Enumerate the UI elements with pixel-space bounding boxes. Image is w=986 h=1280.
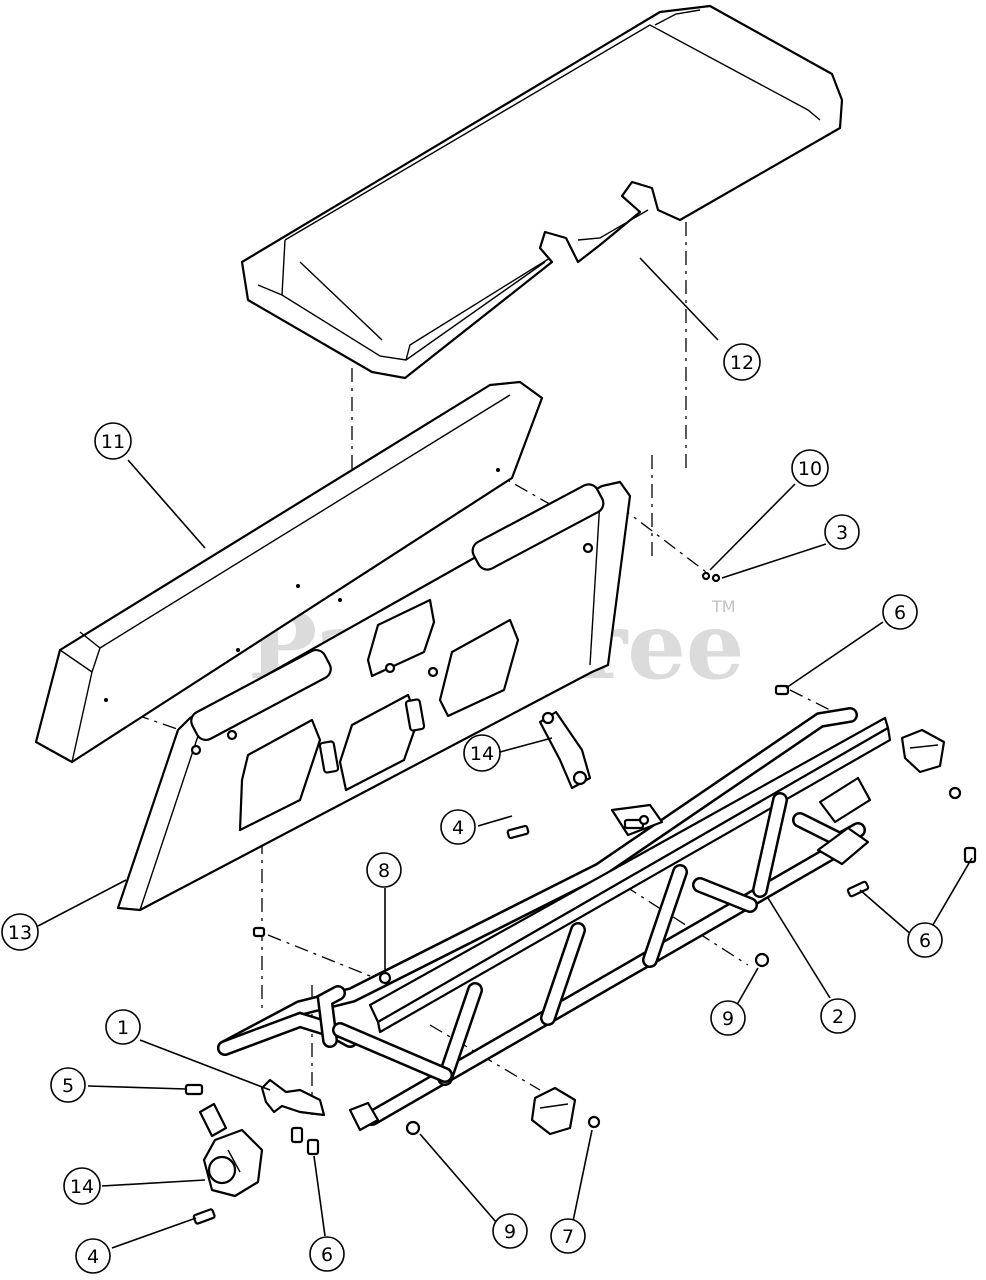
callout-10: 10 <box>791 449 829 487</box>
callout-8: 8 <box>366 852 402 888</box>
callout-7: 7 <box>550 1218 586 1254</box>
callout-label: 4 <box>452 817 464 839</box>
callout-6-right: 6 <box>907 922 943 958</box>
callout-label: 6 <box>321 1244 333 1266</box>
callout-label: 7 <box>562 1226 574 1248</box>
callout-4-upper: 4 <box>440 809 476 845</box>
callout-9-lower: 9 <box>492 1213 528 1249</box>
callout-4-lower: 4 <box>75 1238 111 1274</box>
callout-3: 3 <box>824 514 860 550</box>
seat-pan-plate <box>116 480 632 912</box>
spring-clip-left <box>530 1086 577 1136</box>
callout-label: 13 <box>8 922 32 944</box>
callout-12: 12 <box>723 343 761 381</box>
callout-label: 6 <box>894 602 906 624</box>
callout-9-upper: 9 <box>710 1000 746 1036</box>
callout-14-lower: 14 <box>63 1167 101 1205</box>
spring-clip-right <box>900 728 946 774</box>
callout-label: 1 <box>117 1017 129 1039</box>
callout-label: 2 <box>832 1006 844 1028</box>
backrest-cushion <box>34 380 544 764</box>
callout-label: 11 <box>101 431 125 453</box>
callout-label: 8 <box>378 860 390 882</box>
callout-label: 10 <box>798 458 822 480</box>
callout-label: 4 <box>87 1246 99 1268</box>
callout-6-lower: 6 <box>309 1236 345 1272</box>
callout-label: 5 <box>62 1075 74 1097</box>
seat-switch-bracket-upper <box>538 710 592 790</box>
watermark-trademark: TM <box>711 597 736 616</box>
seat-switch-lower <box>198 1102 264 1198</box>
callout-label: 3 <box>836 522 848 544</box>
callout-5: 5 <box>50 1067 86 1103</box>
callout-label: 14 <box>70 1176 94 1198</box>
leader-lines <box>37 257 973 1249</box>
callout-13: 13 <box>1 913 39 951</box>
callout-2: 2 <box>820 998 856 1034</box>
seat-frame <box>217 707 892 1132</box>
callout-label: 9 <box>504 1221 516 1243</box>
callout-label: 6 <box>919 930 931 952</box>
callout-1: 1 <box>105 1009 141 1045</box>
callout-6-upper: 6 <box>882 594 918 630</box>
seat-cushion <box>240 4 844 380</box>
callout-label: 14 <box>470 743 494 765</box>
callout-label: 9 <box>722 1008 734 1030</box>
callout-11: 11 <box>94 422 132 460</box>
clamp-bracket <box>260 1078 326 1117</box>
callout-label: 12 <box>730 352 754 374</box>
callout-14-upper: 14 <box>463 734 501 772</box>
